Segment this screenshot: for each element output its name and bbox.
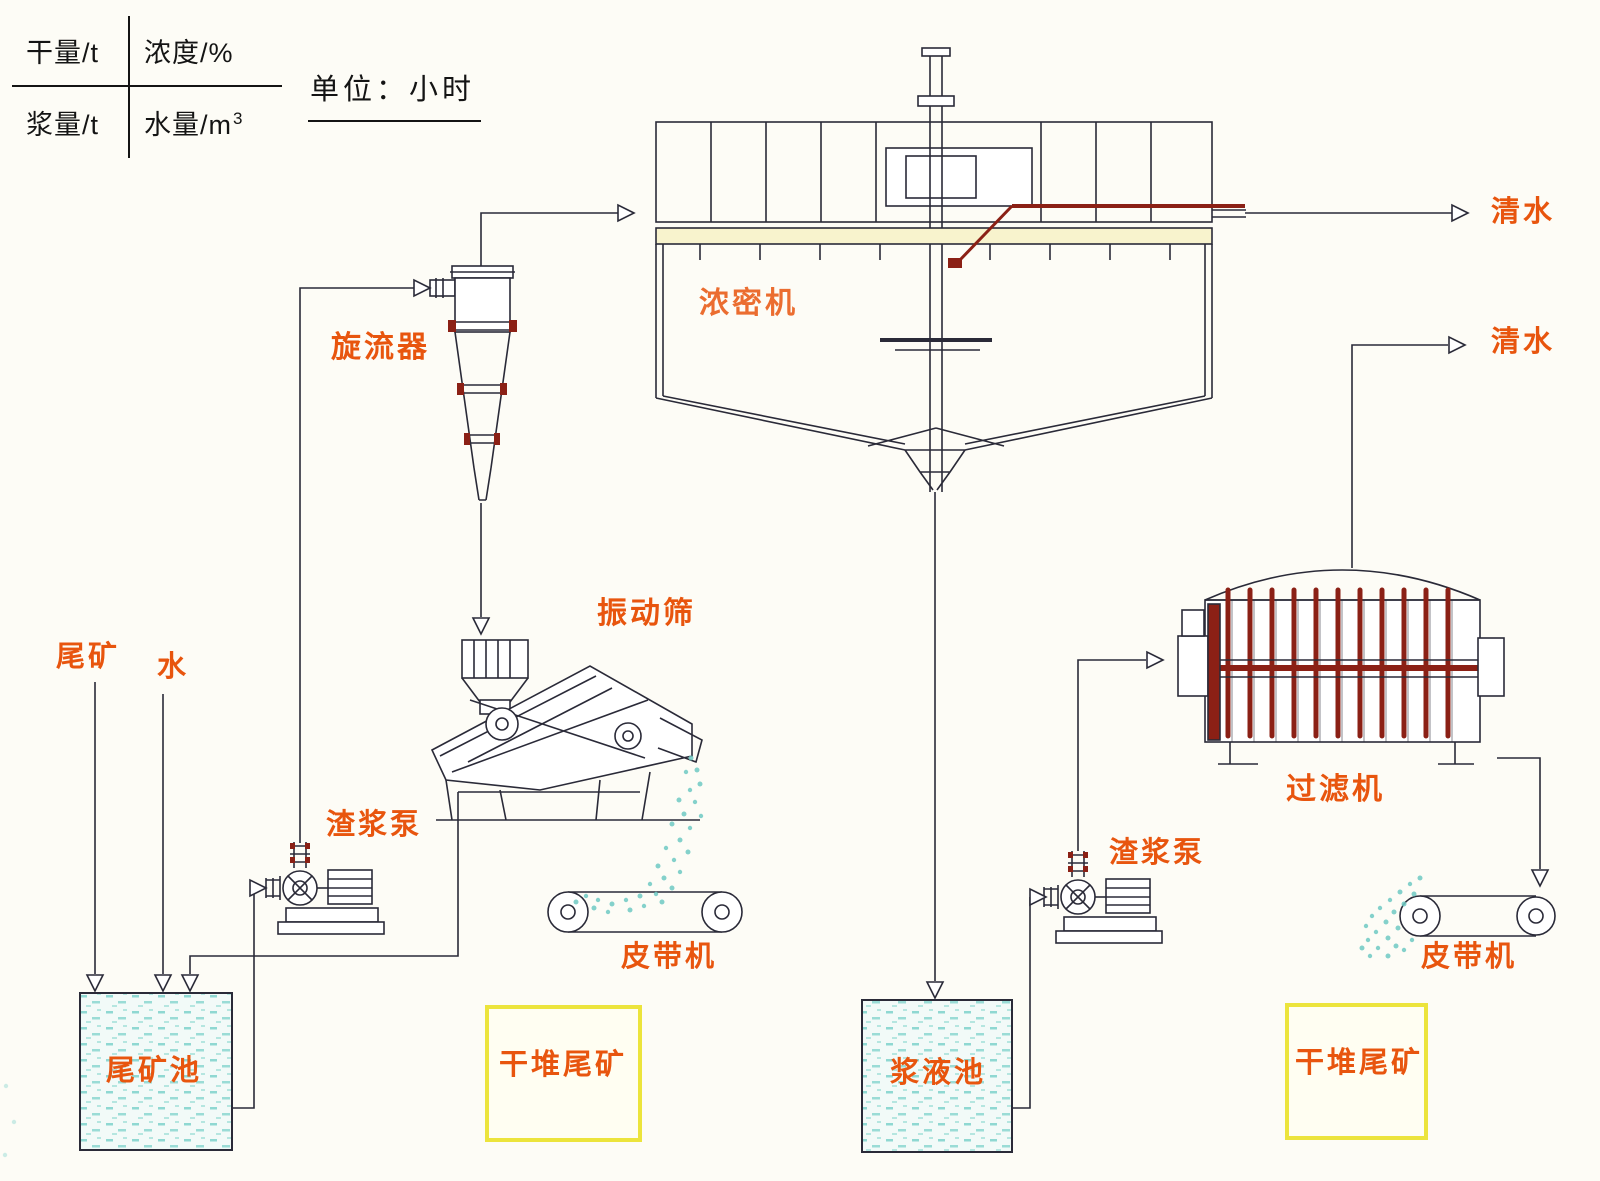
label-dry-stack-right: 干堆尾矿 [1295,1047,1424,1079]
label-vibrating-screen: 振动筛 [597,597,696,630]
label-slurry-pump-right: 渣浆泵 [1109,837,1206,869]
label-belt-conveyor-left: 皮带机 [621,941,718,973]
legend-cell-slurry-mass: 浆量/t [12,87,130,158]
label-clear-water-top: 清水 [1491,196,1556,228]
stray-dots [2,1083,17,1158]
filter-drawing [1177,569,1505,765]
label-slurry-pond: 浆液池 [890,1057,987,1089]
flow-arrows [85,203,1550,1000]
label-belt-conveyor-right: 皮带机 [1421,941,1518,973]
belt-conveyor-1-drawing [547,891,743,933]
label-cyclone: 旋流器 [331,331,430,364]
spray-dots-filter-to-belt [1359,875,1423,959]
flow-lines [94,212,1541,1109]
label-dry-stack-left: 干堆尾矿 [499,1049,628,1081]
tailings-pond-box [79,992,233,1151]
dry-stack-box-1 [485,1005,642,1142]
label-thickener: 浓密机 [699,287,798,320]
vibrating-screen-drawing [430,639,703,821]
slurry-pump-1-drawing [265,841,385,935]
label-tailings-pond: 尾矿池 [106,1055,203,1087]
cyclone-drawing [429,252,517,501]
belt-conveyor-2-drawing [1399,895,1556,937]
label-slurry-pump-left: 渣浆泵 [326,809,423,841]
thickener-drawing [655,47,1246,492]
slurry-pond-box [861,999,1013,1153]
label-tailings-feed: 尾矿 [56,641,121,673]
unit-note: 单位：小时 [308,66,482,122]
label-water-feed: 水 [157,651,190,683]
spray-dots-screen-to-belt [573,755,704,915]
label-filter: 过滤机 [1286,773,1385,806]
dry-stack-box-2 [1285,1003,1428,1140]
label-clear-water-mid: 清水 [1491,326,1556,358]
legend-cell-concentration: 浓度/% [130,16,282,87]
legend-cell-dry-mass: 干量/t [12,16,130,87]
